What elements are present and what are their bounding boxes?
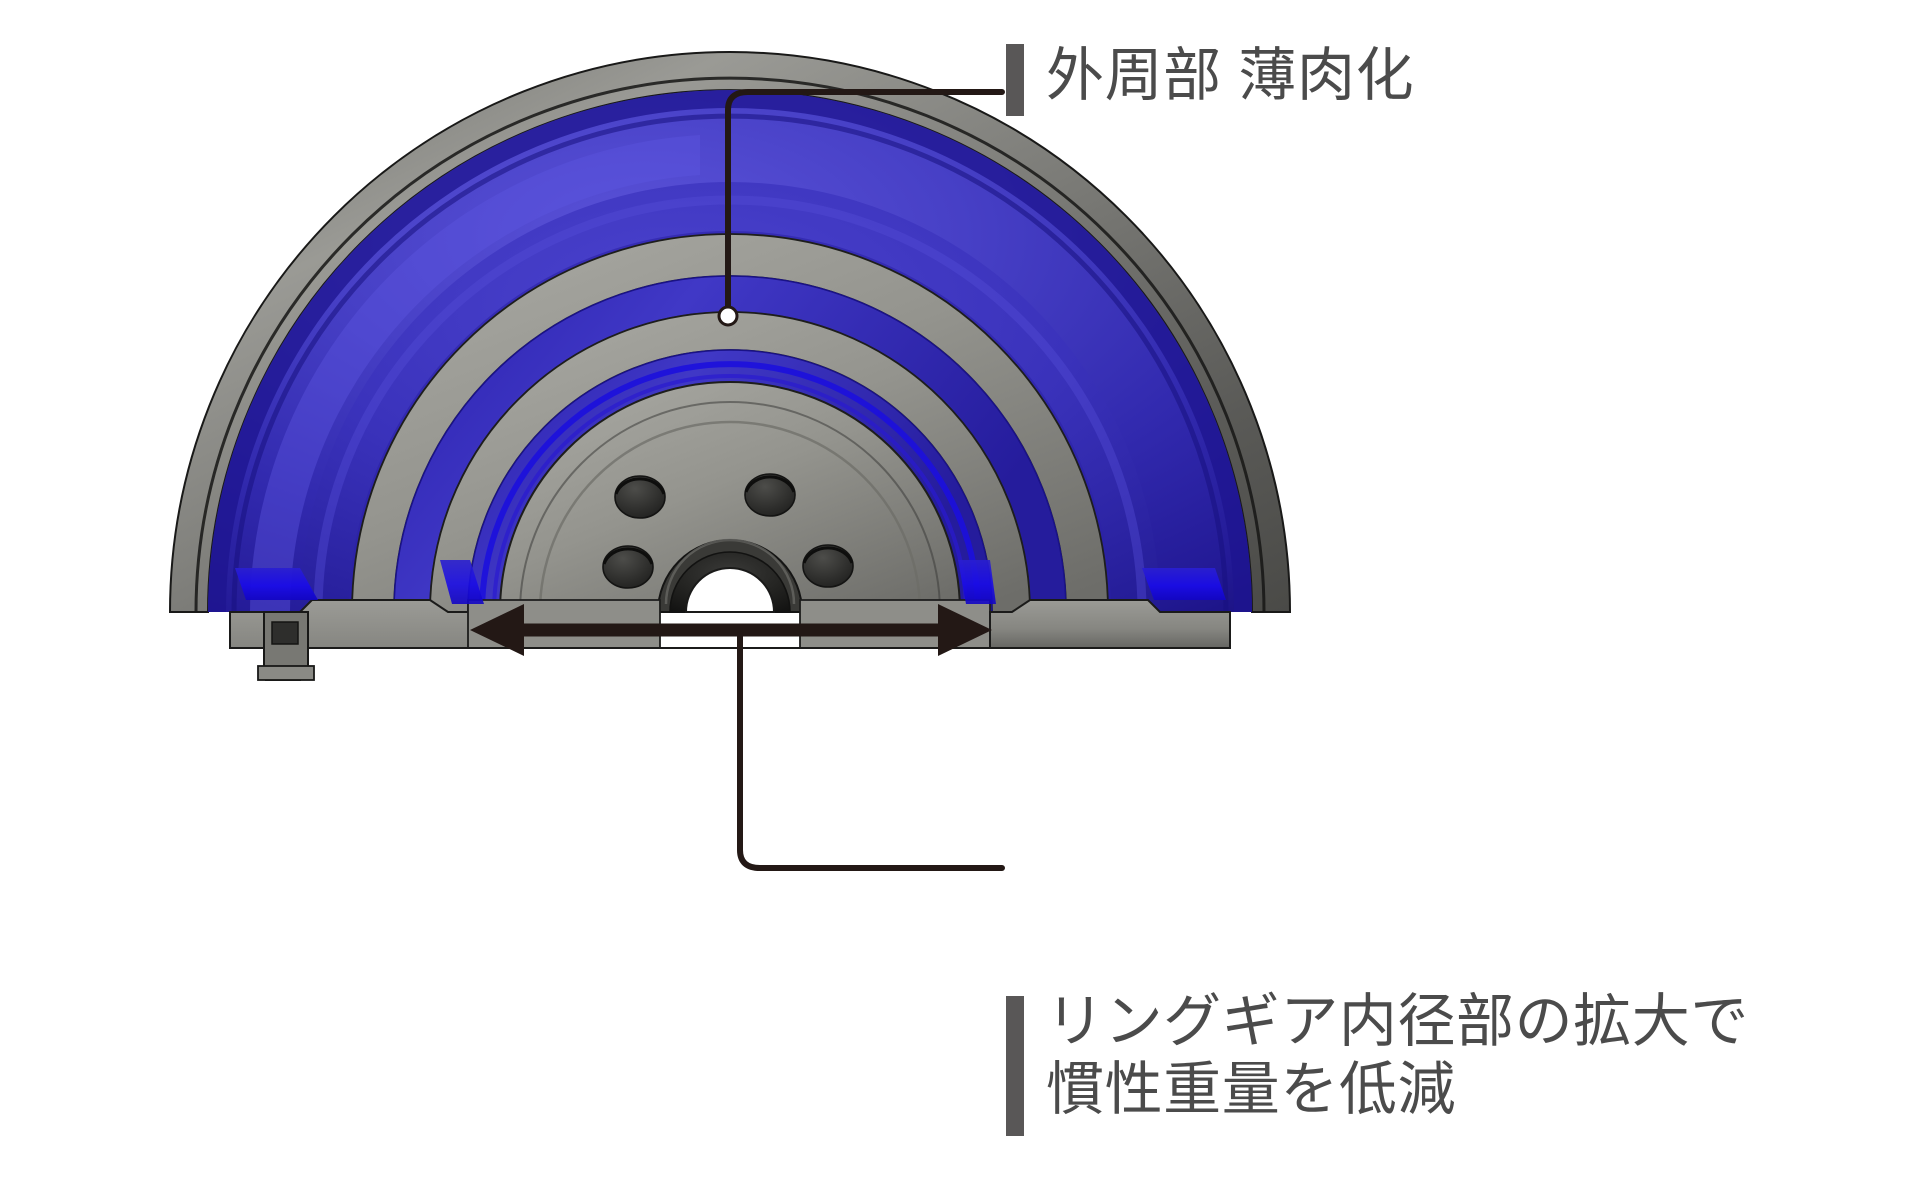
callout-label-line1: リングギア内径部の拡大で	[1046, 989, 1749, 1054]
callout-label-line2: 慣性重量を低減	[1046, 1057, 1457, 1123]
hub-bolt-holes	[602, 473, 854, 589]
callout-label-ring-gear-id-enlargement: リングギア内径部の拡大で 慣性重量を低減	[1046, 988, 1749, 1125]
callout-leader-bottom	[737, 631, 1024, 1136]
bolt-hole	[802, 544, 854, 588]
callout-tick-top	[1006, 44, 1024, 116]
bolt-hole	[614, 475, 666, 519]
bolt-hole	[744, 473, 796, 517]
center-hub-boss	[656, 538, 804, 613]
locating-tab	[257, 611, 315, 681]
callout-anchor-dot	[717, 305, 739, 327]
bolt-hole	[602, 545, 654, 589]
dimension-arrow-ring-gear-id	[470, 604, 992, 656]
callout-tick-bottom	[1006, 996, 1024, 1136]
callout-leader-top	[717, 44, 1024, 327]
callout-label-outer-rim-thinning: 外周部 薄肉化	[1046, 43, 1415, 108]
